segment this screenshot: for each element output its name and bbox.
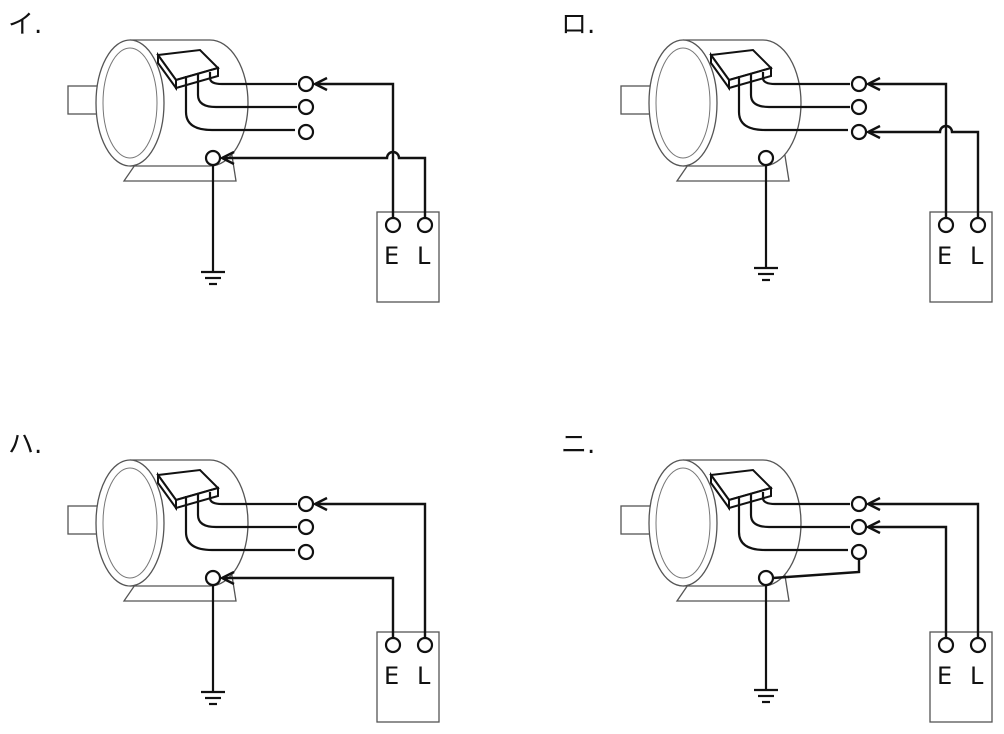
option-ni-label: ニ.: [561, 430, 595, 460]
terminal-l-label: L: [417, 242, 431, 270]
ground-icon: [199, 690, 227, 706]
terminal-e-label: E: [384, 662, 399, 690]
terminal-l-label: L: [417, 662, 431, 690]
ground-icon: [752, 688, 780, 704]
option-ro-label: ロ.: [561, 10, 595, 40]
option-ro-panel: ロ. E L: [561, 10, 994, 304]
motor-icon: [619, 458, 852, 603]
motor-icon: [619, 38, 852, 183]
terminal-l-label: L: [970, 662, 984, 690]
terminal-e-label: E: [384, 242, 399, 270]
option-ha-label: ハ.: [8, 430, 42, 460]
terminal-l-label: L: [970, 242, 984, 270]
option-i-label: イ.: [8, 10, 42, 40]
option-i-panel: イ. E L: [8, 10, 441, 304]
terminal-e-label: E: [937, 662, 952, 690]
option-ha-panel: ハ. E L: [8, 430, 441, 724]
ground-icon: [752, 266, 780, 282]
motor-icon: [66, 38, 299, 183]
motor-icon: [66, 458, 299, 603]
terminal-e-label: E: [937, 242, 952, 270]
option-ni-panel: ニ. E L: [561, 430, 994, 724]
ground-icon: [199, 270, 227, 286]
